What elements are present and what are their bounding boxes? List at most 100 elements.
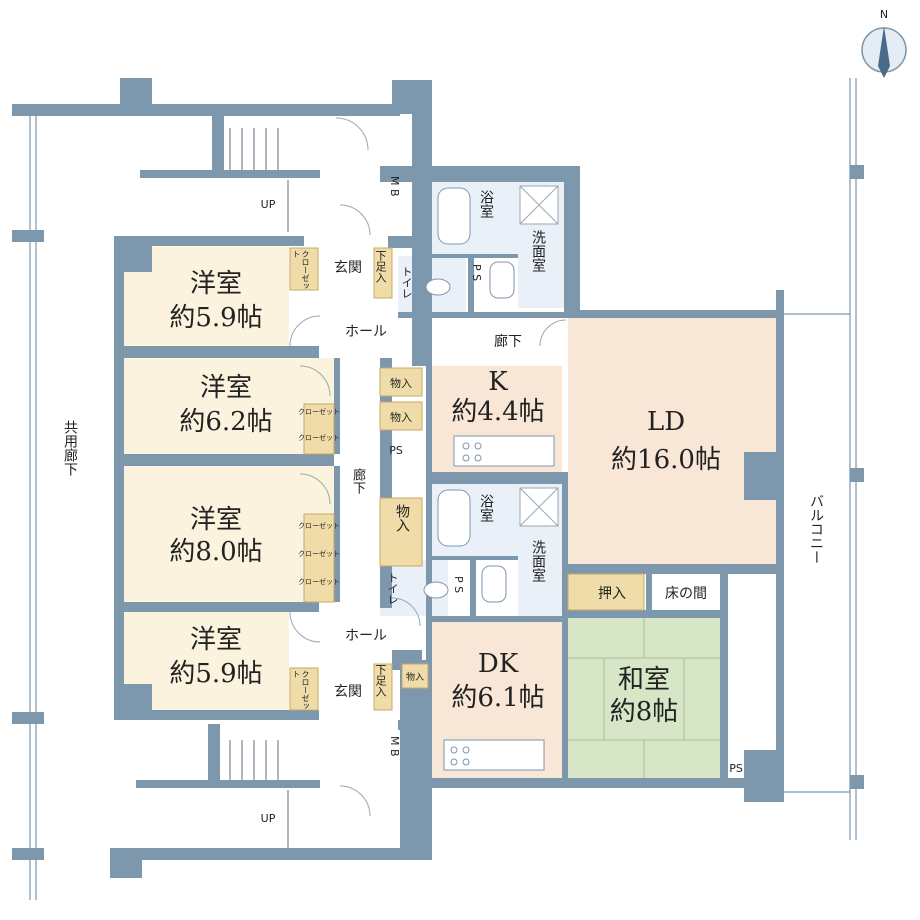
balcony-label-box: バルコニー (808, 494, 824, 564)
balcony-label: バルコニー (808, 494, 824, 564)
oshiire (567, 573, 645, 611)
mb-upper-label: M B (388, 176, 401, 197)
tatami-lines (568, 618, 720, 778)
compass: N (861, 8, 907, 78)
room-ld-area (568, 318, 776, 564)
room-yo2-name: 洋室 (200, 373, 252, 403)
bath-upper-box: 浴室 (478, 190, 494, 218)
wall (150, 104, 400, 116)
washroom-upper-box: 洗面室 (530, 230, 546, 272)
storage-3-label: 物入 (394, 504, 410, 532)
bath-lower-box: 浴室 (478, 494, 494, 522)
wall (110, 848, 142, 878)
closet-yo2 (303, 403, 335, 455)
doors (289, 117, 567, 817)
geta-lower (373, 663, 393, 711)
closet-yo3-label: クローゼット (298, 521, 340, 530)
closet-yo3-label: クローゼット (298, 549, 340, 558)
genkan-upper-label: 玄関 (334, 259, 362, 276)
closet-yo3-label: クローゼット (298, 577, 340, 586)
room-yo1-name: 洋室 (190, 269, 242, 299)
mb-upper-box: M B (388, 176, 401, 197)
geta-lower-box: 下足入 (374, 664, 387, 697)
wall (110, 848, 410, 860)
room-yo4-size: 約5.9帖 (169, 659, 262, 689)
balcony-post (850, 165, 864, 179)
balcony-post (850, 775, 864, 789)
room-k-name: K (488, 367, 508, 397)
room-yo2-area (124, 358, 334, 454)
storage-2-label: 物入 (390, 410, 412, 424)
fixtures (423, 185, 559, 771)
hall-lower-label: ホール (345, 628, 387, 644)
storage-4-label: 物入 (406, 671, 424, 683)
wall (136, 780, 320, 788)
genkan-upper-area (318, 246, 370, 296)
ps-upper-box: P S (470, 264, 483, 282)
wall (120, 78, 152, 116)
washroom-upper-label: 洗面室 (530, 230, 546, 272)
room-yo3-size: 約8.0帖 (169, 537, 262, 567)
storage-1-label: 物入 (390, 376, 412, 390)
up-label: UP (261, 198, 276, 211)
storage-3-box: 物入 (394, 504, 410, 532)
toilet-upper-label: トイレ (400, 266, 413, 299)
closet-yo1 (289, 247, 319, 291)
common-corridor-label: 共用廊下 (62, 420, 78, 476)
closet-yo1-label: クローゼット (292, 250, 310, 290)
room-yo2-size: 約6.2帖 (179, 407, 272, 437)
compass-needle-icon (878, 26, 890, 78)
closet-yo4 (289, 667, 319, 711)
room-yo3-area (124, 466, 334, 602)
wall (12, 104, 122, 116)
wall (208, 724, 220, 784)
wall (12, 848, 44, 860)
ps-lower-label: P S (452, 576, 465, 594)
toilet-upper-box: トイレ (400, 266, 413, 299)
bath-lower-label: 浴室 (478, 494, 494, 522)
room-ld-size: 約16.0帖 (611, 445, 721, 475)
ps-lower-box: P S (452, 576, 465, 594)
room-yo1-size: 約5.9帖 (169, 303, 262, 333)
stair-lower: UP (136, 724, 320, 848)
storage-1 (379, 367, 423, 397)
up-label: UP (261, 812, 276, 825)
north-label: N (880, 8, 888, 21)
wall (12, 712, 44, 724)
room-dk-name: DK (478, 649, 519, 679)
washroom-lower-box: 洗面室 (530, 540, 546, 582)
common-corridor-label-box: 共用廊下 (62, 420, 78, 476)
balcony-post (850, 468, 864, 482)
room-ld-name: LD (647, 407, 685, 437)
closet-yo3 (303, 513, 335, 603)
storage-2 (379, 401, 423, 431)
room-yo4-name: 洋室 (190, 625, 242, 655)
wall (12, 230, 44, 242)
washroom-lower-label: 洗面室 (530, 540, 546, 582)
oshiire-label: 押入 (598, 586, 626, 602)
closet-yo2-label: クローゼット (298, 433, 340, 442)
tokonoma (652, 574, 720, 610)
tokonoma-label: 床の間 (665, 586, 707, 602)
hallway-label-box: 廊下 (350, 468, 365, 494)
mb-lower-label: M B (388, 736, 401, 757)
geta-upper (373, 247, 393, 299)
corridor-label: 廊下 (494, 333, 522, 350)
room-yo3-name: 洋室 (190, 505, 242, 535)
wall (140, 170, 320, 178)
room-k-size: 約4.4帖 (451, 397, 544, 427)
bath-upper-label: 浴室 (478, 190, 494, 218)
wall (212, 116, 224, 176)
room-wa-name: 和室 (618, 665, 670, 695)
geta-upper-box: 下足入 (374, 250, 387, 283)
ps-upper-label: P S (470, 264, 483, 282)
storage-4 (401, 663, 429, 689)
hall-upper-label: ホール (345, 324, 387, 340)
ps-label: PS (389, 444, 403, 457)
geta-upper-label: 下足入 (374, 250, 387, 283)
stair-upper: UP (140, 116, 320, 232)
closet-yo1-box: クローゼット (292, 250, 310, 290)
ps-label: PS (729, 762, 743, 775)
